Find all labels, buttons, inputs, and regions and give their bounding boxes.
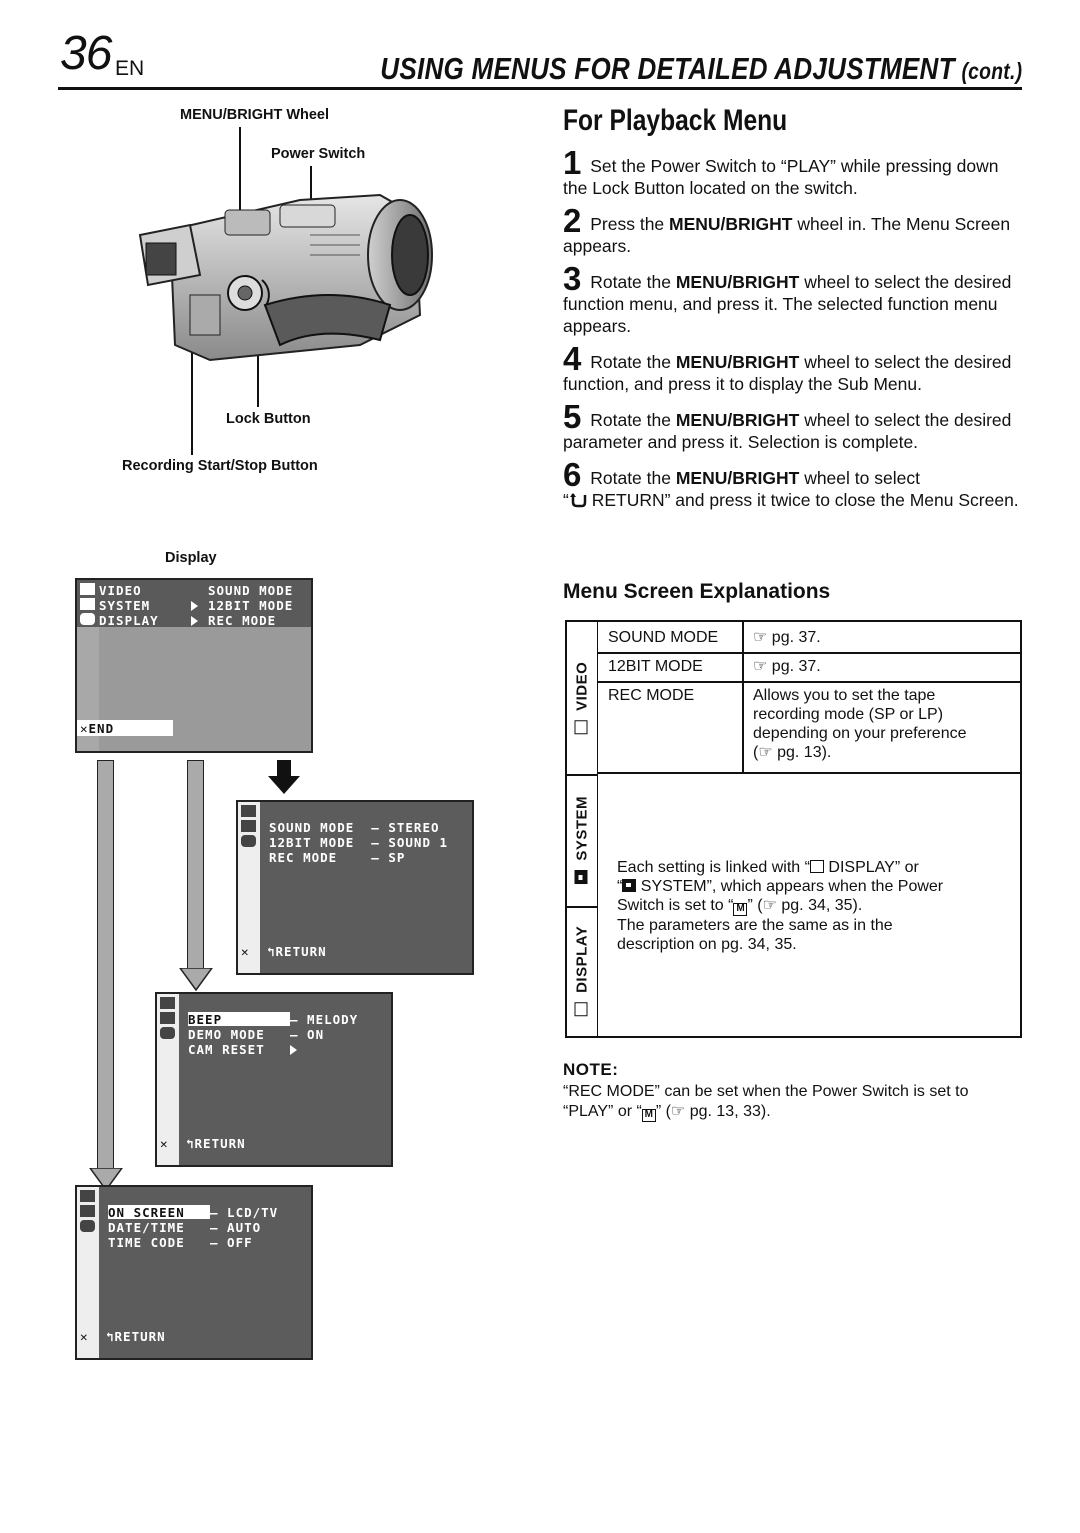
display-row-on-screen[interactable]: ON SCREEN (108, 1205, 185, 1220)
display-val-date-time: – AUTO (210, 1220, 262, 1235)
system-icon (80, 598, 95, 610)
system-icon-inline (622, 879, 637, 892)
system-row-cam-reset[interactable]: CAM RESET (188, 1042, 265, 1057)
video-icon (80, 583, 95, 595)
display-icon (241, 835, 256, 847)
page-lang: EN (115, 57, 145, 80)
system-val-demo: – ON (290, 1027, 325, 1042)
section-title: For Playback Menu (563, 104, 788, 137)
camcorder-illustration (138, 193, 433, 362)
system-row-beep[interactable]: BEEP (188, 1012, 223, 1027)
system-row-demo[interactable]: DEMO MODE (188, 1027, 265, 1042)
steps-list: 1 Set the Power Switch to “PLAY” while p… (563, 144, 1025, 522)
video-icon (574, 720, 588, 735)
row-sound-mode: SOUND MODE (608, 629, 719, 646)
display-icon (160, 1027, 175, 1039)
note-heading: NOTE: (563, 1060, 619, 1079)
menu-item-video[interactable]: VIDEO (99, 583, 142, 598)
header-cont: (cont.) (961, 58, 1022, 84)
close-icon: ✕ (160, 1136, 169, 1151)
header-title: USING MENUS FOR DETAILED ADJUSTMENT(cont… (380, 53, 1022, 84)
screen-system-menu: BEEP DEMO MODE CAM RESET – MELODY – ON ✕… (155, 992, 393, 1167)
display-row-date-time[interactable]: DATE/TIME (108, 1220, 185, 1235)
arrow-down-icon (179, 968, 213, 992)
label-menu-bright: MENU/BRIGHT Wheel (180, 107, 330, 123)
row-sound-mode-desc: ☞ pg. 37. (753, 629, 821, 646)
note-text: “REC MODE” can be set when the Power Swi… (563, 1083, 969, 1122)
video-row-rec[interactable]: REC MODE – SP (269, 850, 406, 865)
label-display: Display (165, 550, 217, 566)
side-display: DISPLAY (567, 906, 598, 1036)
display-val-on-screen: – LCD/TV (210, 1205, 279, 1220)
video-return[interactable]: ↰RETURN (267, 944, 327, 959)
close-icon: ✕ (241, 944, 250, 959)
video-icon (80, 1190, 95, 1202)
row-rec-mode: REC MODE (608, 687, 695, 704)
arrow-down-icon (268, 760, 300, 794)
menu-item-system[interactable]: SYSTEM (99, 598, 151, 613)
arrow-right-icon (290, 1045, 297, 1055)
side-system: SYSTEM (567, 774, 598, 906)
system-icon (241, 820, 256, 832)
system-icon (160, 1012, 175, 1024)
screen-main-menu: VIDEO SYSTEM DISPLAY SOUND MODE 12BIT MO… (75, 578, 313, 753)
screen-display-menu: ON SCREEN DATE/TIME TIME CODE – LCD/TV –… (75, 1185, 313, 1360)
arrow-right-icon (191, 601, 198, 611)
arrow-down-icon (89, 1168, 123, 1192)
display-return[interactable]: ↰RETURN (106, 1329, 166, 1344)
step-6: 6 Rotate the MENU/BRIGHT wheel to select… (563, 456, 1019, 510)
m-icon-note: M (641, 1109, 656, 1122)
step-4: 4 Rotate the MENU/BRIGHT wheel to select… (563, 340, 1012, 394)
explanations-table: VIDEO SYSTEM DISPLAY SOUND MODE ☞ pg. 37… (565, 620, 1022, 1038)
video-row-sound[interactable]: SOUND MODE – STEREO (269, 820, 440, 835)
system-val-beep: – MELODY (290, 1012, 359, 1027)
return-icon (568, 491, 587, 509)
screen-video-menu: SOUND MODE – STEREO 12BIT MODE – SOUND 1… (236, 800, 474, 975)
explanations-title: Menu Screen Explanations (563, 580, 831, 603)
system-icon (80, 1205, 95, 1217)
display-val-time-code: – OFF (210, 1235, 253, 1250)
label-power-switch: Power Switch (271, 146, 366, 162)
system-icon (574, 870, 588, 885)
step-3: 3 Rotate the MENU/BRIGHT wheel to select… (563, 260, 1012, 336)
video-icon (241, 805, 256, 817)
display-icon (80, 1220, 95, 1232)
row-12bit-mode-desc: ☞ pg. 37. (753, 658, 821, 675)
menu-end[interactable]: ✕END (80, 721, 115, 736)
page-number: 36 (60, 27, 112, 80)
row-rec-mode-desc: Allows you to set the tape recording mod… (753, 687, 967, 761)
linked-text: Each setting is linked with “ DISPLAY” o… (617, 859, 944, 953)
side-video: VIDEO (567, 622, 598, 774)
menu-sub-rec-mode: REC MODE (208, 613, 277, 628)
close-icon: ✕ (80, 1329, 89, 1344)
step-2: 2 Press the MENU/BRIGHT wheel in. The Me… (563, 202, 1011, 256)
arrow-right-icon (191, 616, 198, 626)
step-5: 5 Rotate the MENU/BRIGHT wheel to select… (563, 398, 1012, 452)
m-icon-inline: M (733, 903, 748, 916)
menu-item-display[interactable]: DISPLAY (99, 613, 159, 628)
header-title-text: USING MENUS FOR DETAILED ADJUSTMENT (380, 51, 955, 86)
menu-sub-sound-mode: SOUND MODE (208, 583, 294, 598)
display-row-time-code[interactable]: TIME CODE (108, 1235, 185, 1250)
header-rule (58, 87, 1022, 90)
video-row-12bit[interactable]: 12BIT MODE – SOUND 1 (269, 835, 449, 850)
row-12bit-mode: 12BIT MODE (608, 658, 703, 675)
display-icon-inline (809, 860, 824, 873)
display-icon (574, 1002, 588, 1017)
step-1: 1 Set the Power Switch to “PLAY” while p… (563, 144, 999, 198)
video-icon (160, 997, 175, 1009)
menu-sub-12bit-mode: 12BIT MODE (208, 598, 294, 613)
display-icon (80, 613, 95, 625)
system-return[interactable]: ↰RETURN (186, 1136, 246, 1151)
label-rec-button: Recording Start/Stop Button (122, 458, 318, 474)
label-lock-button: Lock Button (226, 411, 311, 427)
